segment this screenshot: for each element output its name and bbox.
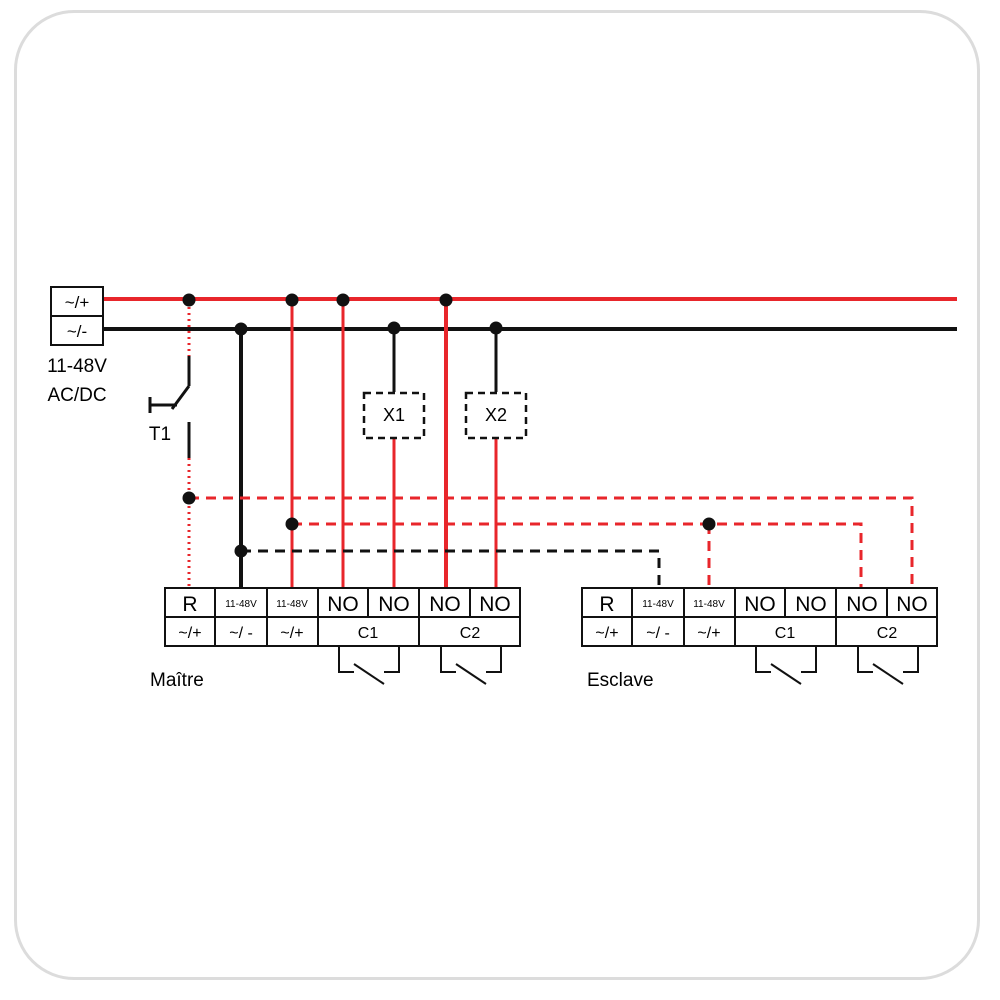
- junction-dots: [182, 293, 716, 558]
- supply-type: AC/DC: [47, 385, 106, 406]
- load-x2-label: X2: [485, 405, 507, 425]
- supply-pos-label: ~/+: [65, 293, 90, 312]
- master-label-r-pol: ~/+: [178, 625, 201, 642]
- switch-label: T1: [149, 424, 171, 445]
- master-module: R 11-48V 11-48V NO NO NO NO ~/+ ~/ - ~/+…: [150, 587, 521, 691]
- supply-neg-label: ~/-: [67, 322, 87, 341]
- master-relay-c2-icon: [440, 646, 502, 685]
- slave-terminal-no-1: NO: [744, 593, 776, 616]
- supply-terminal: ~/+ ~/- 11-48V AC/DC: [47, 286, 107, 406]
- slave-terminal-supply-neg: 11-48V: [642, 599, 674, 610]
- master-slave-links: [189, 496, 914, 588]
- slave-terminal-no-3: NO: [846, 593, 878, 616]
- slave-label-c2: C2: [877, 625, 898, 642]
- master-terminal-no-1: NO: [327, 593, 359, 616]
- slave-label-c1: C1: [775, 625, 796, 642]
- load-x1-label: X1: [383, 405, 405, 425]
- load-x1: X1: [362, 391, 426, 440]
- load-x2: X2: [464, 391, 528, 440]
- master-label-c1: C1: [358, 625, 379, 642]
- master-label-pos: ~/+: [280, 625, 303, 642]
- master-terminal-supply-neg: 11-48V: [225, 599, 257, 610]
- master-feeds: [239, 300, 498, 588]
- master-name: Maître: [150, 670, 204, 691]
- slave-relay-c1-icon: [755, 646, 817, 685]
- slave-terminal-supply-pos: 11-48V: [693, 599, 725, 610]
- switch-t1: T1: [148, 301, 191, 588]
- master-terminal-no-2: NO: [378, 593, 410, 616]
- slave-terminal-r: R: [599, 593, 614, 616]
- slave-module: R 11-48V 11-48V NO NO NO NO ~/+ ~/ - ~/+…: [581, 587, 938, 691]
- supply-voltage: 11-48V: [47, 356, 107, 377]
- slave-label-neg: ~/ -: [646, 625, 670, 642]
- master-terminal-no-3: NO: [429, 593, 461, 616]
- master-label-c2: C2: [460, 625, 481, 642]
- slave-terminal-no-2: NO: [795, 593, 827, 616]
- master-relay-c1-icon: [338, 646, 400, 685]
- slave-terminal-no-4: NO: [896, 593, 928, 616]
- master-terminal-no-4: NO: [479, 593, 511, 616]
- master-terminal-r: R: [182, 593, 197, 616]
- supply-rails: [103, 297, 957, 331]
- slave-name: Esclave: [587, 670, 654, 691]
- master-terminal-supply-pos: 11-48V: [276, 599, 308, 610]
- slave-label-r-pol: ~/+: [595, 625, 618, 642]
- slave-label-pos: ~/+: [697, 625, 720, 642]
- slave-relay-c2-icon: [857, 646, 919, 685]
- master-label-neg: ~/ -: [229, 625, 253, 642]
